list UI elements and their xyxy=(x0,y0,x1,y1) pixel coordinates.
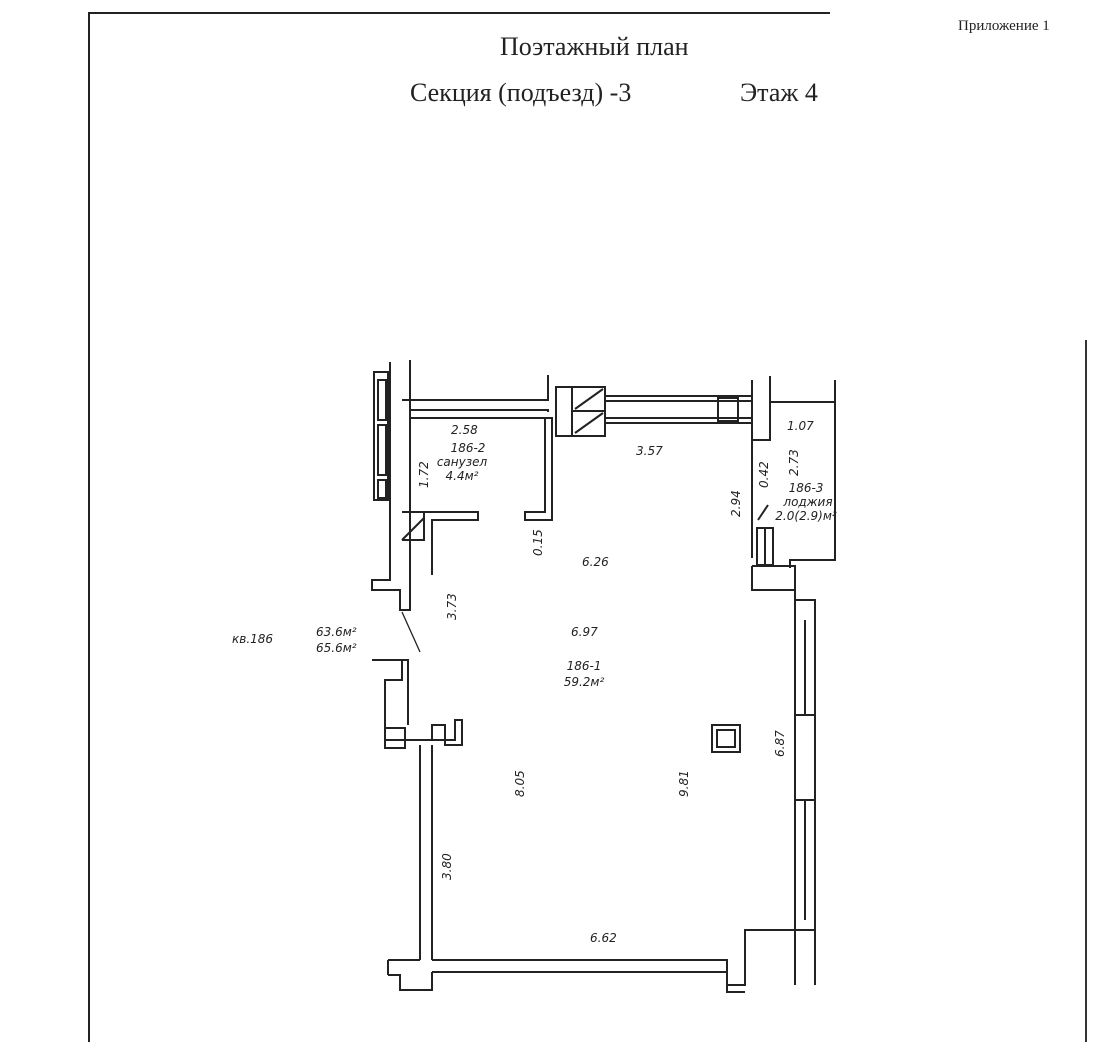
room-area: 2.0(2.9)м² xyxy=(775,509,837,523)
dimension-label: 3.57 xyxy=(636,444,663,458)
dimension-label: 9.81 xyxy=(677,770,691,797)
loggia-door xyxy=(757,504,769,521)
dimension-label: 1.07 xyxy=(787,419,814,433)
walls xyxy=(371,360,836,993)
door-swing xyxy=(401,611,421,653)
page-frame-right xyxy=(1085,340,1087,1042)
dimension-label: 0.42 xyxy=(757,461,771,488)
room-id: 186-2 xyxy=(451,441,486,455)
dimension-label: 3.80 xyxy=(440,853,454,880)
room-id: 186-1 xyxy=(567,659,602,673)
dimension-label: 6.62 xyxy=(590,931,617,945)
apartment-label: кв.186 xyxy=(232,632,273,646)
dimension-label: 2.58 xyxy=(451,423,478,437)
room-name: лоджия xyxy=(782,495,832,509)
dimension-label: 2.73 xyxy=(787,449,801,476)
dimension-label: 8.05 xyxy=(513,770,527,797)
dimension-label: 0.15 xyxy=(531,529,545,556)
floor-label: Этаж 4 xyxy=(740,78,818,107)
room-name: санузел xyxy=(437,455,488,469)
dimension-label: 2.94 xyxy=(729,490,743,517)
page-title: Поэтажный план xyxy=(500,32,689,61)
dimension-label: 6.87 xyxy=(773,730,787,757)
dimension-label: 1.72 xyxy=(417,461,431,488)
room-id: 186-3 xyxy=(789,481,824,495)
dimension-label: 6.26 xyxy=(582,555,609,569)
apartment-area: 63.6м² xyxy=(316,625,357,639)
page-frame xyxy=(88,12,1085,1042)
frame-gap xyxy=(830,10,1085,16)
apartment-area-loggia: 65.6м² xyxy=(316,641,357,655)
dimension-label: 3.73 xyxy=(445,593,459,620)
dimension-label: 6.97 xyxy=(571,625,598,639)
appendix-label: Приложение 1 xyxy=(958,18,1050,34)
room-area: 4.4м² xyxy=(446,469,479,483)
section-label: Секция (подъезд) -3 xyxy=(410,78,632,107)
room-area: 59.2м² xyxy=(564,675,605,689)
